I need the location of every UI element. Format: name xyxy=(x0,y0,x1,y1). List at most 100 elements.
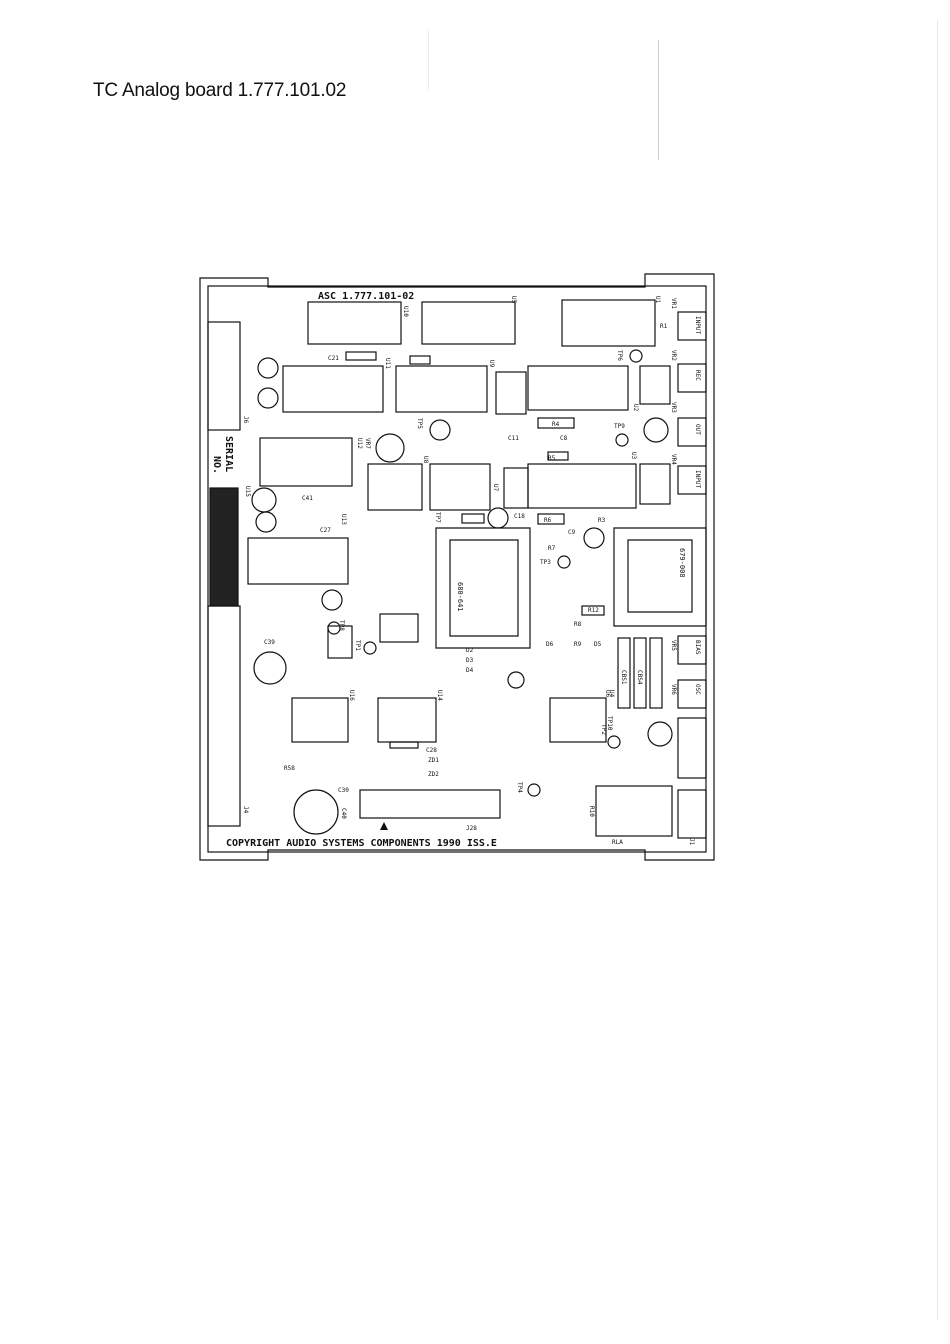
connector-label: BIAS xyxy=(694,640,701,655)
ic-u14 xyxy=(377,697,437,743)
misc-label: R58 xyxy=(284,765,295,772)
right-connector-3 xyxy=(677,417,707,447)
misc-label: D3 xyxy=(466,657,474,664)
connector-label: REC xyxy=(694,370,701,381)
capacitor-label: C11 xyxy=(508,435,519,442)
capacitor-c15 xyxy=(251,487,277,513)
ic-label: U10 xyxy=(402,306,409,317)
capacitor-label: C28 xyxy=(426,747,437,754)
transformer-680-641 xyxy=(435,527,531,649)
ic-u2 xyxy=(527,365,629,411)
misc-label: D2 xyxy=(466,647,474,654)
ic-label: U4 xyxy=(608,690,615,698)
resistor xyxy=(581,605,605,616)
ic-u16 xyxy=(291,697,349,743)
tp-label: TP2 xyxy=(600,724,607,735)
serial-block xyxy=(209,487,239,607)
connector-j1 xyxy=(677,789,707,839)
resistor-label: R12 xyxy=(588,607,599,614)
transformer-label: 680-641 xyxy=(456,582,464,612)
ic-label: U2 xyxy=(632,404,639,412)
capacitor-label: C39 xyxy=(264,639,275,646)
ic-label: U9 xyxy=(488,360,495,368)
capacitor-label: C30 xyxy=(338,787,349,794)
tp-label: TP9 xyxy=(614,423,625,430)
resistor-label: R9 xyxy=(574,641,582,648)
capacitor-c17 xyxy=(429,419,451,441)
capacitor-c39 xyxy=(253,651,287,685)
misc-label: RLA xyxy=(612,839,623,846)
ic-u5 xyxy=(421,301,516,345)
trimmer-vr5 xyxy=(507,671,525,689)
ic-label: U12 xyxy=(356,438,363,449)
misc-label: ZD2 xyxy=(428,771,439,778)
right-connector-5 xyxy=(677,635,707,665)
capacitor-label: C27 xyxy=(320,527,331,534)
connector-label: J28 xyxy=(466,825,477,832)
resistor-label: R8 xyxy=(574,621,582,628)
testpoint-tp9 xyxy=(615,433,629,447)
connector-label: INPUT xyxy=(694,470,701,488)
misc-label: CBS4 xyxy=(636,670,643,685)
testpoint-tp1 xyxy=(363,641,377,655)
cap-bank xyxy=(617,637,631,709)
ic-u3 xyxy=(527,463,637,509)
resistor-label: R7 xyxy=(548,545,556,552)
header-j28 xyxy=(359,789,501,819)
misc-label: CBS1 xyxy=(620,670,627,685)
testpoint-tp4 xyxy=(527,783,541,797)
right-connector-4 xyxy=(677,465,707,495)
ic-u10 xyxy=(307,301,402,345)
misc-label: ZD1 xyxy=(428,757,439,764)
page-title: TC Analog board 1.777.101.02 xyxy=(93,80,347,101)
cap-bank xyxy=(633,637,647,709)
resistor xyxy=(547,451,569,461)
capacitor-c33 xyxy=(257,387,279,409)
heatsink xyxy=(639,463,671,505)
tp-label: TP3 xyxy=(540,559,551,566)
connector-label: J6 xyxy=(242,416,249,424)
ic-label: U8 xyxy=(422,456,429,464)
misc-label: D6 xyxy=(546,641,554,648)
board-outline xyxy=(199,273,715,861)
tp-label: TP10 xyxy=(606,716,613,731)
resistor xyxy=(537,417,575,429)
board-top-label: ASC 1.777.101-02 xyxy=(318,291,414,302)
capacitor-c7 xyxy=(583,527,605,549)
connector-label: OUT xyxy=(694,424,701,435)
misc-label: D4 xyxy=(466,667,474,674)
ic-label: U6 xyxy=(604,690,611,698)
resistor-label: R5 xyxy=(548,455,556,462)
ic-label: U1 xyxy=(654,296,661,304)
misc-label: D5 xyxy=(594,641,602,648)
scan-mark xyxy=(428,30,429,90)
capacitor-c35 xyxy=(321,589,343,611)
vr-label: VR2 xyxy=(670,350,677,361)
ic-label: U11 xyxy=(384,358,391,369)
tp-label: TP6 xyxy=(616,350,623,361)
capacitor-label: C21 xyxy=(328,355,339,362)
resistor-label: R1 xyxy=(660,323,668,330)
relay-rla xyxy=(595,785,673,837)
ic-u4 xyxy=(549,697,607,743)
tp-label: TP4 xyxy=(516,782,523,793)
scan-mark xyxy=(658,40,659,160)
ic-u9 xyxy=(395,365,488,413)
resistor xyxy=(389,741,419,749)
connector-label: J1 xyxy=(688,838,695,846)
capacitor-label: C9 xyxy=(568,529,576,536)
serial-no-label: NO. xyxy=(211,456,222,474)
capacitor-label: C41 xyxy=(302,495,313,502)
ic-u11 xyxy=(282,365,384,413)
capacitor-c6 xyxy=(647,721,673,747)
board-copyright: COPYRIGHT AUDIO SYSTEMS COMPONENTS 1990 … xyxy=(226,838,497,849)
ic-label: U7 xyxy=(492,484,499,492)
ic-label: U16 xyxy=(348,690,355,701)
scan-mark xyxy=(937,20,938,1320)
tp-label: TP1 xyxy=(354,640,361,651)
tp-label: TP5 xyxy=(416,418,423,429)
ic-label: U3 xyxy=(630,452,637,460)
vr-label: VR6 xyxy=(670,684,677,695)
ic-label: U14 xyxy=(436,690,443,701)
